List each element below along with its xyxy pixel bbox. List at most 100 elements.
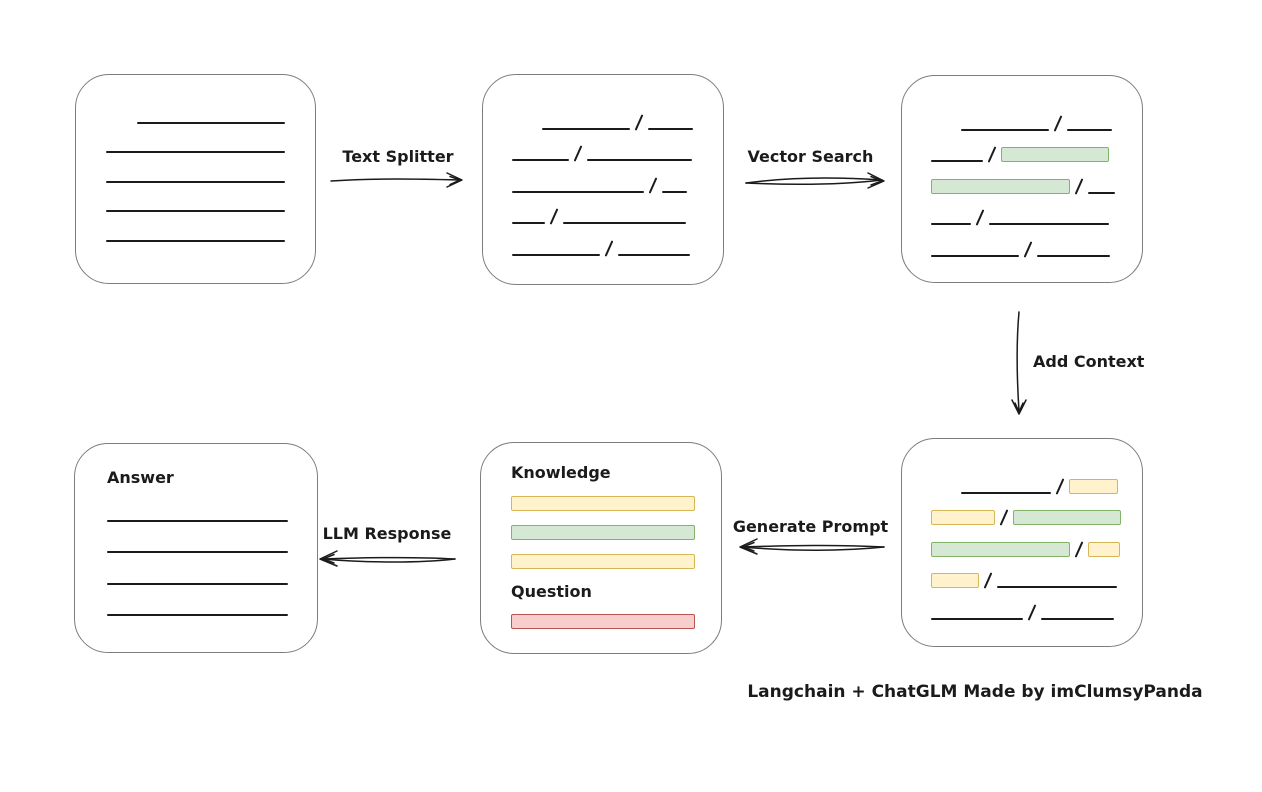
vector-search-results-box [901,75,1143,283]
text-line [107,614,288,616]
question-heading: Question [511,582,592,601]
text-line [137,121,285,124]
slash-separator [1074,177,1084,195]
text-line [106,180,285,183]
yellow-highlight-bar [1069,478,1118,494]
text-splitter-arrow [330,172,463,188]
generate-prompt-label: Generate Prompt [732,517,889,536]
context-box [901,438,1143,647]
text-row [512,193,723,225]
slash-separator [1023,240,1033,258]
text-line [997,586,1117,588]
text-line [512,222,545,224]
text-line [961,491,1051,494]
document-box [75,74,316,284]
text-row [931,588,1142,621]
slash-separator [648,176,658,194]
text-row [931,494,1142,526]
text-line [512,253,600,256]
text-line [989,223,1109,225]
vector-search-label: Vector Search [747,147,874,166]
knowledge-bars [511,496,721,569]
text-row [512,224,723,257]
knowledge-heading: Knowledge [511,463,611,482]
text-line [662,190,687,193]
yellow-prompt-bar [511,496,695,511]
split-chunks-box [482,74,724,285]
green-highlight-bar [931,541,1070,557]
red-prompt-bar [511,614,695,629]
slash-separator [987,146,997,163]
text-line [648,127,693,130]
add-context-arrow [1011,311,1027,415]
vector-search-arrow [745,172,885,189]
text-row [107,550,317,582]
answer-lines [107,518,317,644]
text-line [961,128,1049,131]
text-row [931,131,1142,163]
green-prompt-bar [511,525,695,540]
text-line [563,222,686,224]
text-line [1067,128,1112,131]
slash-separator [1055,477,1065,495]
text-row [107,518,317,550]
indent-gap [106,123,137,124]
yellow-highlight-bar [931,573,979,588]
text-line [106,239,285,242]
slash-separator [549,208,559,225]
text-line [542,127,630,130]
text-row [931,525,1142,558]
search-result-lines [902,76,1142,258]
text-line [587,159,692,161]
context-lines [902,439,1142,621]
slash-separator [983,572,993,589]
text-line [931,617,1023,620]
slash-separator [573,145,583,162]
text-line [931,160,983,162]
text-splitter-label: Text Splitter [342,147,454,166]
text-row [106,94,315,124]
credit-text: Langchain + ChatGLM Made by imClumsyPand… [747,682,1203,702]
green-highlight-bar [1013,510,1121,525]
green-highlight-bar [931,178,1070,194]
slash-separator [1053,114,1063,132]
llm-response-label: LLM Response [322,524,452,543]
text-line [1041,617,1114,620]
text-line [1088,191,1115,194]
slash-separator [604,239,614,257]
text-row [106,153,315,183]
answer-heading: Answer [107,468,174,487]
document-lines [76,75,315,242]
text-row [512,130,723,162]
text-row [931,557,1142,589]
text-line [107,582,288,585]
text-row [931,225,1142,258]
answer-box: Answer [74,443,318,653]
prompt-content: Knowledge Question [481,443,721,629]
yellow-prompt-bar [511,554,695,569]
green-highlight-bar [1001,147,1109,162]
text-row [107,613,317,645]
add-context-label: Add Context [1033,352,1145,371]
text-line [512,159,569,161]
text-row [931,462,1142,495]
answer-content: Answer [75,444,317,644]
text-line [106,210,285,212]
text-line [107,551,288,553]
question-bars [511,614,721,629]
text-line [931,223,971,225]
indent-gap [931,130,961,131]
generate-prompt-arrow [739,538,885,555]
slash-separator [634,113,644,131]
text-row [106,183,315,212]
text-line [106,151,285,153]
prompt-box: Knowledge Question [480,442,722,654]
indent-gap [931,493,961,494]
text-row [106,124,315,153]
slash-separator [975,209,985,226]
text-row [931,99,1142,132]
text-line [931,254,1019,257]
text-line [618,253,690,256]
slash-separator [999,509,1009,526]
